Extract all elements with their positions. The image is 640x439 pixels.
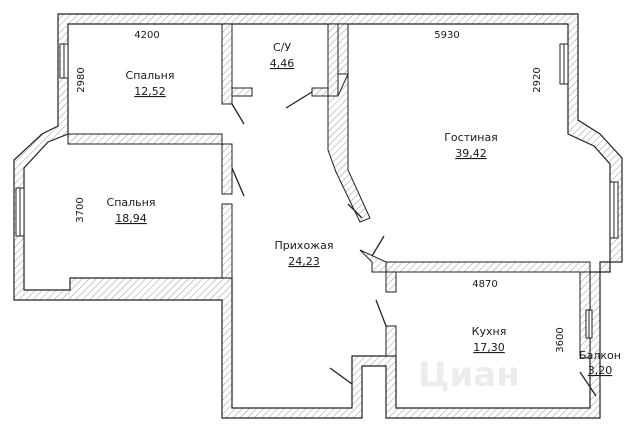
door-living [347,203,363,219]
room-area-kitchen: 17,30 [473,341,505,354]
window-living-bay [609,181,619,239]
dim-kitchen-width: 4870 [472,279,497,290]
wall-bedroom1-right [221,23,233,105]
room-area-bedroom2: 18,94 [115,212,147,225]
wall-hall-left-upper [221,143,233,195]
wall-bath-bottom-left [231,87,253,97]
room-area-hallway: 24,23 [288,255,320,268]
window-living-right [559,43,569,85]
dim-bedroom1-depth: 2980 [76,67,87,92]
room-name-living: Гостиная [444,131,498,144]
dim-bedroom1-width: 4200 [134,30,159,41]
wall-living-left-top [337,23,349,75]
room-labels: Спальня 12,52 С/У 4,46 Гостиная 39,42 Сп… [107,41,621,377]
wall-bath-right [327,23,339,97]
door-bedroom1 [231,103,245,125]
wall-kitchen-left-low [385,325,397,357]
wall-living-diagonal [327,73,371,223]
room-name-bathroom: С/У [273,41,291,54]
room-name-kitchen: Кухня [472,325,507,338]
window-bedroom1 [59,43,69,79]
wall-kitchen-top [385,261,591,273]
dimension-labels: 4200 2980 5930 2920 3700 4870 3600 [75,30,566,353]
watermark: Циан [418,355,520,395]
wall-kitchen-top-left [359,249,387,273]
dim-bedroom2-depth: 3700 [75,197,86,222]
door-bath [285,91,313,109]
door-kitchen [375,299,387,327]
door-living-2 [371,235,385,257]
windows [15,43,619,339]
window-balcony [585,309,593,339]
door-entrance [329,367,353,385]
dim-living-depth: 2920 [532,67,543,92]
wall-kitchen-left [385,271,397,293]
door-balcony [579,371,597,397]
room-area-bedroom1: 12,52 [134,85,166,98]
interior-walls [67,23,591,359]
outer-walls [13,13,623,419]
window-bedroom2 [15,187,25,237]
dim-living-width: 5930 [434,30,459,41]
wall-hall-left-mid [221,203,233,279]
doors [231,91,597,397]
room-area-balcony: 3,20 [588,364,613,377]
room-name-bedroom2: Спальня [107,196,156,209]
wall-bedroom1-bottom [67,133,223,145]
door-bedroom2 [231,167,245,197]
room-area-bathroom: 4,46 [270,57,295,70]
room-area-living: 39,42 [455,147,487,160]
dim-kitchen-depth: 3600 [555,327,566,352]
room-name-hallway: Прихожая [275,239,334,252]
wall-bath-bottom-right [311,87,329,97]
room-name-bedroom1: Спальня [126,69,175,82]
room-name-balcony: Балкон [579,349,621,362]
